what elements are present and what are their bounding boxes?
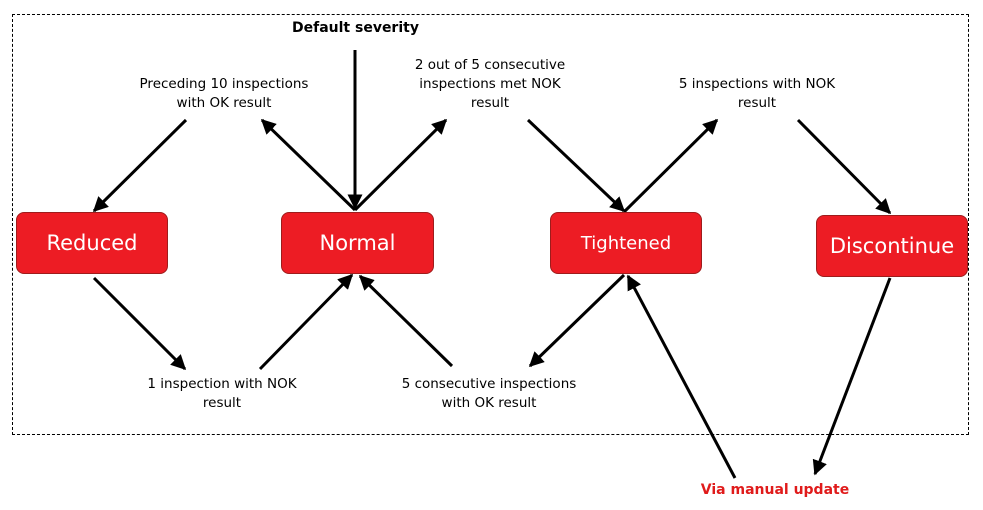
label-tightened-to-normal-line-1: 5 consecutive inspections <box>401 376 577 392</box>
label-normal-to-tightened-line-1: 2 out of 5 consecutive <box>414 57 566 73</box>
arrow-tightened-to-label-normal <box>528 273 626 368</box>
label-tightened-to-discontinue: 5 inspections with NOK result <box>662 75 852 113</box>
arrow-label-to-reduced <box>92 118 188 213</box>
label-normal-to-reduced: Preceding 10 inspections with OK result <box>124 75 324 113</box>
state-tightened-label: Tightened <box>580 232 672 254</box>
label-reduced-to-normal-line-2: result <box>202 395 242 411</box>
state-reduced: Reduced <box>16 212 168 274</box>
default-severity-label: Default severity <box>292 20 419 36</box>
label-normal-to-reduced-line-2: with OK result <box>176 95 272 111</box>
state-discontinue-label: Discontinue <box>829 234 955 258</box>
arrow-reduced-to-label-normal <box>92 276 187 371</box>
arrow-manual-to-tightened <box>626 274 737 479</box>
arrow-discontinue-to-manual <box>812 277 892 476</box>
arrow-normal-to-label-tightened <box>353 118 448 212</box>
dashed-boundary <box>12 14 969 435</box>
label-reduced-to-normal: 1 inspection with NOK result <box>132 375 312 413</box>
arrow-label-to-discontinue <box>796 118 892 215</box>
manual-update-label: Via manual update <box>700 482 850 498</box>
label-normal-to-tightened-line-2: inspections met NOK <box>419 76 561 92</box>
arrow-label-to-tightened <box>526 118 626 213</box>
label-normal-to-tightened: 2 out of 5 consecutive inspections met N… <box>395 56 585 113</box>
label-normal-to-reduced-line-1: Preceding 10 inspections <box>139 76 309 92</box>
state-discontinue: Discontinue <box>816 215 968 277</box>
arrow-normal-to-label-reduced <box>260 118 357 212</box>
label-reduced-to-normal-line-1: 1 inspection with NOK <box>147 376 297 392</box>
arrow-tightened-to-label-discontinue <box>622 118 719 214</box>
state-normal: Normal <box>281 212 434 274</box>
label-tightened-to-discontinue-line-2: result <box>737 95 777 111</box>
label-normal-to-tightened-line-3: result <box>470 95 510 111</box>
state-reduced-label: Reduced <box>46 231 138 255</box>
state-tightened: Tightened <box>550 212 702 274</box>
arrow-label-back-to-normal <box>358 274 454 368</box>
state-normal-label: Normal <box>319 231 396 255</box>
arrow-label-to-normal <box>258 273 354 371</box>
label-tightened-to-normal-line-2: with OK result <box>441 395 537 411</box>
label-tightened-to-discontinue-line-1: 5 inspections with NOK <box>678 76 836 92</box>
label-tightened-to-normal: 5 consecutive inspections with OK result <box>384 375 594 413</box>
